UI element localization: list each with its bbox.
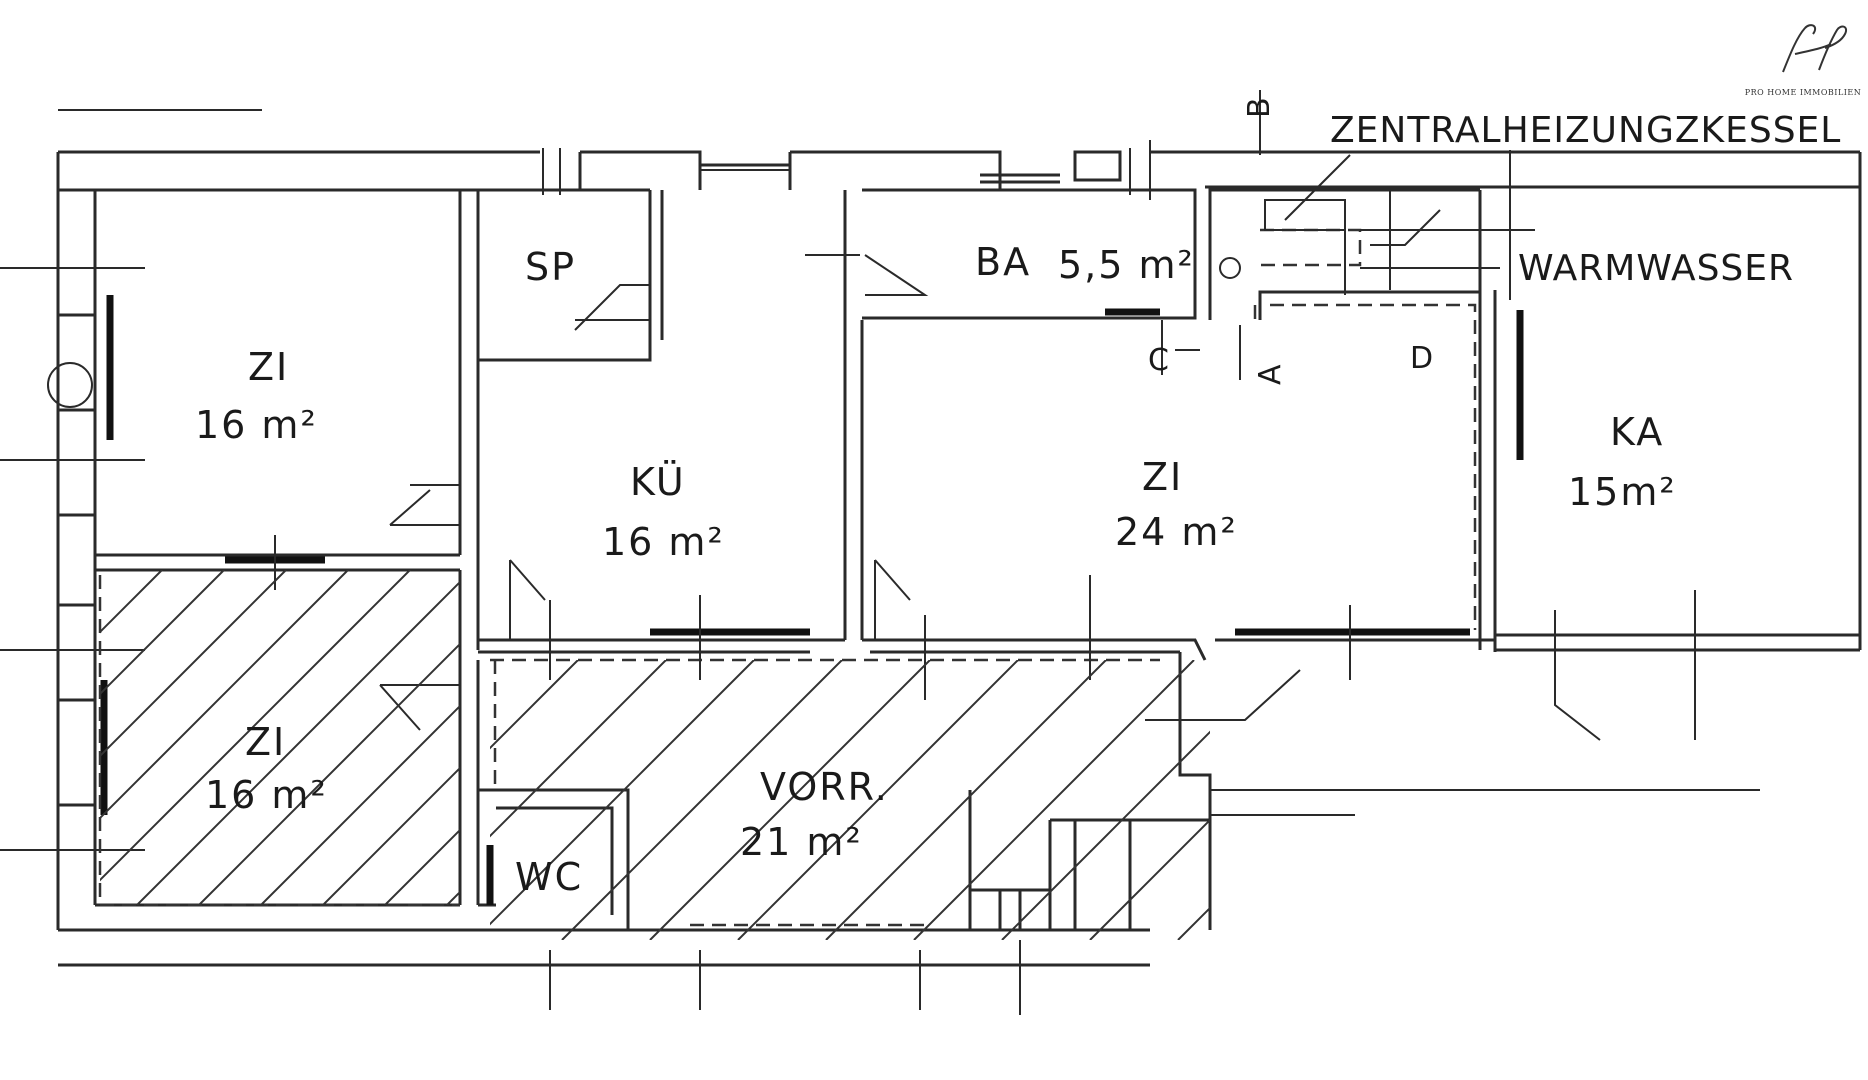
hatch-line [825,660,1107,940]
hatch-line [198,642,460,905]
room-zi-bottom-left-name: ZI [245,720,286,764]
interior-walls [95,187,1497,930]
room-zi-center-name: ZI [1142,455,1183,499]
room-labels: ZI 16 m² SP KÜ 16 m² BA 5,5 m² ZI 24 m² … [195,240,1677,899]
boiler-note: ZENTRALHEIZUNGZKESSEL [1330,110,1841,151]
room-ba-name: BA [975,240,1031,284]
brand-logo: PRO HOME IMMOBILIEN [1744,22,1862,97]
room-zi-top-left-area: 16 m² [195,403,318,447]
hatch-line [100,570,287,758]
monogram-icon [1782,24,1847,73]
hatch-line [490,660,667,838]
hatch-line [737,660,1019,940]
room-ba-area: 5,5 m² [1058,243,1195,287]
hatch-line [446,890,460,905]
hatch-line [384,828,460,905]
hatch-line [1177,906,1210,940]
hatch-line [561,660,843,940]
section-mark-c: C [1148,343,1171,378]
room-vorr-name: VORR. [760,765,889,809]
hatch-line [649,660,931,940]
left-windows [0,267,145,851]
warm-water-note: WARMWASSER [1518,248,1794,289]
room-zi-bottom-left-area: 16 m² [205,773,328,817]
room-vorr-area: 21 m² [740,820,863,864]
hatch-line [490,660,755,926]
hatch-line [260,704,460,905]
brand-name: PRO HOME IMMOBILIEN [1744,88,1862,97]
hatch-line [490,660,579,750]
section-mark-b: B [1242,95,1277,118]
hatch-line [1001,730,1210,940]
hatch-line [136,580,460,905]
hatch-line [100,570,101,572]
room-zi-top-left-name: ZI [248,345,289,389]
annotations: ZENTRALHEIZUNGZKESSEL WARMWASSER A B C D [1148,95,1841,385]
hatch-line [913,660,1195,940]
hatch-line [1089,818,1210,940]
hatch-line [322,766,460,905]
room-kue-area: 16 m² [602,520,725,564]
room-ka-name: KA [1610,410,1664,454]
hatch-line [100,570,225,696]
boiler-symbol [1219,154,1535,295]
hatch-line [100,570,349,820]
room-zi-center-area: 24 m² [1115,510,1238,554]
reference-lines [274,90,1760,1015]
room-kue-name: KÜ [630,460,686,504]
section-mark-a: A [1253,362,1288,385]
doors [379,209,1601,741]
hatch-line [100,570,163,634]
section-mark-d: D [1410,341,1435,376]
hatch-line [100,570,411,882]
room-wc-name: WC [515,855,583,899]
room-sp-name: SP [525,245,576,289]
hatching [100,570,1210,940]
room-ka-area: 15m² [1568,470,1677,514]
